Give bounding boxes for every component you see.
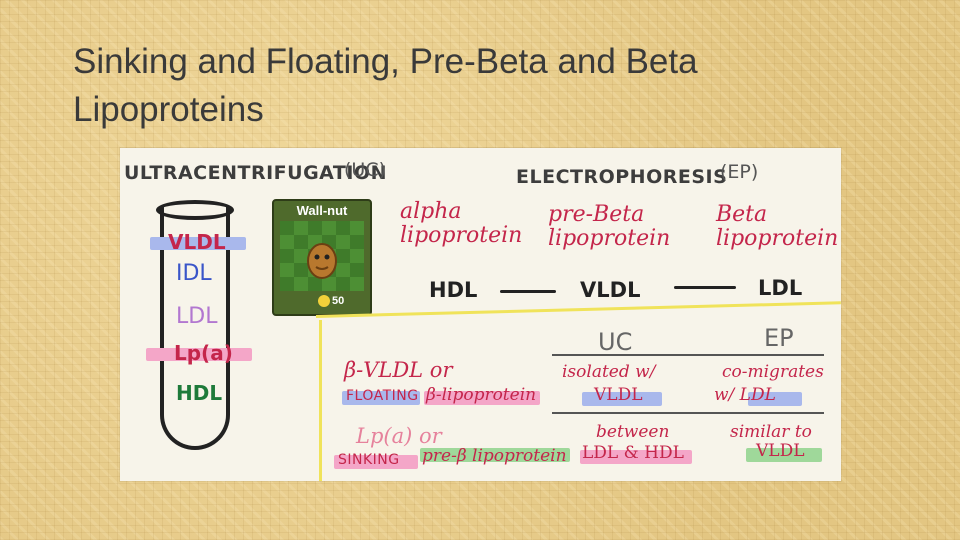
lipoprotein-figure: ULTRACENTRIFUGATION (UC) ELECTROPHORESIS… <box>120 148 841 481</box>
prebeta-text: pre-Beta <box>548 202 645 227</box>
dash-2 <box>674 286 736 289</box>
sinking-highlight <box>334 455 418 469</box>
row2-name: Lp(a) or <box>356 424 442 448</box>
row2-tag: SINKING <box>338 452 400 468</box>
ultracentrifugation-heading: ULTRACENTRIFUGATION <box>124 162 387 184</box>
row1-ep-highlight <box>748 392 802 406</box>
card-lawn <box>280 221 364 291</box>
row2-ep-line2: VLDL <box>756 441 805 461</box>
wall-nut-icon <box>307 243 337 279</box>
yellow-box-left <box>319 320 322 481</box>
ep-ldl: LDL <box>758 276 803 300</box>
header-underline <box>552 354 824 356</box>
prebeta-lipoprotein-text: lipoprotein <box>548 226 671 251</box>
dash-1 <box>500 290 556 293</box>
test-tube <box>160 206 230 450</box>
row2-uc-line2: LDL & HDL <box>582 443 684 463</box>
prebeta-label: pre-Beta lipoprotein <box>548 203 670 251</box>
row2-uc-highlight <box>580 450 692 464</box>
electrophoresis-heading: ELECTROPHORESIS <box>516 166 728 188</box>
beta-desc-highlight <box>424 391 540 405</box>
row2-ep-line1: similar to <box>730 422 812 442</box>
wall-nut-card: Wall-nut 50 <box>272 199 372 316</box>
column-uc: UC <box>598 328 633 356</box>
yellow-box-top <box>315 301 841 318</box>
alpha-text: alpha <box>400 199 462 224</box>
ep-hdl: HDL <box>429 278 478 302</box>
alpha-label: alpha lipoprotein <box>400 200 522 248</box>
floating-highlight <box>342 391 420 405</box>
card-cost: 50 <box>332 295 345 307</box>
row1-name: β-VLDL or <box>344 358 453 382</box>
sun-icon <box>318 295 330 307</box>
tube-layer-vldl: VLDL <box>168 230 226 254</box>
beta-label: Beta lipoprotein <box>716 203 838 251</box>
row1-ep-line2: w/ LDL <box>714 385 776 405</box>
row-divider <box>552 412 824 414</box>
tube-layer-idl: IDL <box>176 261 212 286</box>
uc-abbreviation: (UC) <box>344 159 386 181</box>
tube-layer-hdl: HDL <box>176 381 223 405</box>
row1-ep-line1: co-migrates <box>722 362 824 382</box>
slide-title: Sinking and Floating, Pre-Beta and Beta … <box>73 42 698 129</box>
row1-uc-line2: VLDL <box>594 385 643 405</box>
row2-ep-highlight <box>746 448 822 462</box>
prebeta-desc-highlight <box>420 448 570 462</box>
tube-layer-lpa: Lp(a) <box>174 341 233 365</box>
row1-desc: β-lipoprotein <box>426 385 537 405</box>
tube-layer-ldl: LDL <box>176 304 218 329</box>
row2-desc: pre-β lipoprotein <box>422 446 567 466</box>
column-ep: EP <box>764 324 794 352</box>
vldl-highlight <box>150 237 246 250</box>
row1-uc-line1: isolated w/ <box>562 362 656 382</box>
card-title: Wall-nut <box>296 203 348 218</box>
alpha-lipoprotein-text: lipoprotein <box>400 223 523 248</box>
ep-vldl: VLDL <box>580 278 641 302</box>
row1-uc-highlight <box>582 392 662 406</box>
ep-abbreviation: (EP) <box>720 161 759 183</box>
beta-lipoprotein-text: lipoprotein <box>716 226 839 251</box>
lpa-highlight <box>146 348 252 361</box>
row1-tag: FLOATING <box>346 388 419 404</box>
row2-uc-line1: between <box>596 422 670 442</box>
beta-text: Beta <box>716 202 768 227</box>
